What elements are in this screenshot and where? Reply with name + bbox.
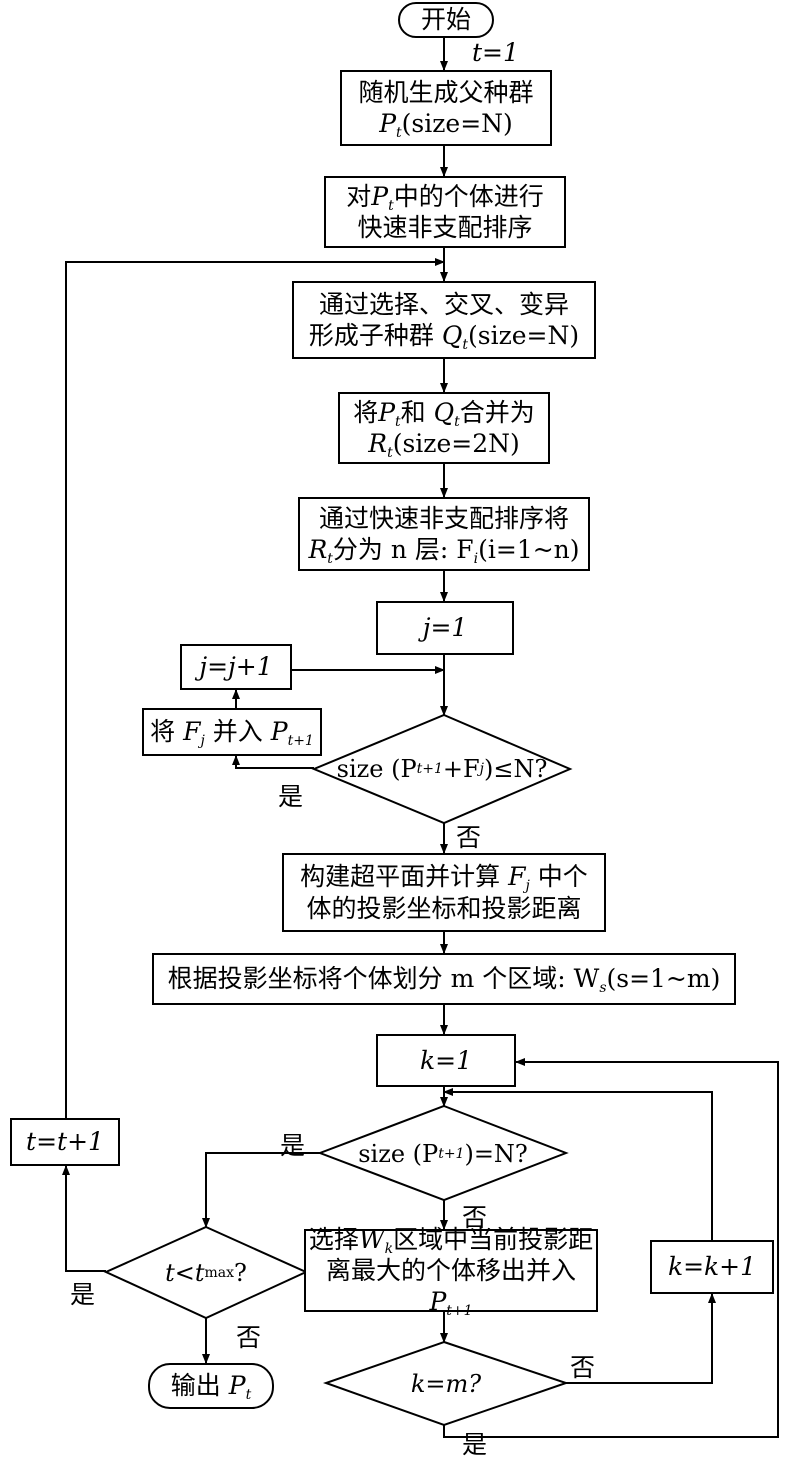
nd-sort-box: 对Pt中的个体进行 快速非支配排序 [324, 176, 566, 248]
add-fj-box: 将 Fj 并入 Pt+1 [142, 708, 322, 756]
merge-box: 将Pt和 Qt合并为 Rt(size=2N) [338, 392, 550, 464]
arrow-condt-yes [62, 1165, 106, 1272]
cond-km-text: k=m? [410, 1370, 482, 1398]
t-inc-box: t=t+1 [10, 1118, 120, 1166]
yes-label-size: 是 [278, 782, 304, 811]
gen-parent-box: 随机生成父种群 Pt(size=N) [340, 70, 552, 146]
diamond-t-check [103, 1225, 309, 1320]
k-inc-box: k=k+1 [650, 1240, 774, 1294]
offspring-box: 通过选择、交叉、变异 形成子种群 Qt(size=N) [292, 281, 596, 359]
diamond-size-check [311, 713, 573, 825]
yes-label-t: 是 [70, 1280, 96, 1309]
arrow-condkm-no [566, 1293, 716, 1384]
j-init-box: j=1 [376, 601, 514, 655]
layer-box: 通过快速非支配排序将 Rt分为 n 层: Fi(i=1~n) [298, 497, 590, 571]
diamond-full-check [317, 1104, 569, 1202]
select-box: 选择Wk区域中当前投影距 离最大的个体移出并入 Pt+1 [304, 1225, 598, 1318]
hyperplane-box: 构建超平面并计算 Fj 中个 体的投影坐标和投影距离 [282, 853, 606, 932]
k-init-box: k=1 [376, 1034, 516, 1087]
arrow-condsize-yes [232, 755, 314, 769]
no-label-t: 否 [236, 1323, 262, 1352]
arrow-condkm-yes [443, 1058, 779, 1438]
arrow-tinc-loop [65, 258, 445, 1118]
output-node: 输出 Pt [148, 1363, 274, 1409]
t-init-label: t=1 [472, 38, 519, 67]
no-label-km: 否 [570, 1353, 596, 1382]
no-label-full: 否 [462, 1203, 488, 1232]
arrow-kinc-back [443, 1088, 713, 1240]
yes-label-km: 是 [462, 1430, 488, 1459]
arrow-condfull-yes [202, 1152, 320, 1228]
divide-box: 根据投影坐标将个体划分 m 个区域: Ws(s=1~m) [152, 953, 736, 1005]
j-inc-box: j=j+1 [180, 644, 292, 690]
start-node: 开始 [398, 2, 494, 38]
diamond-km-check [322, 1340, 570, 1427]
yes-label-full: 是 [280, 1131, 306, 1160]
no-label-size: 否 [456, 823, 482, 852]
